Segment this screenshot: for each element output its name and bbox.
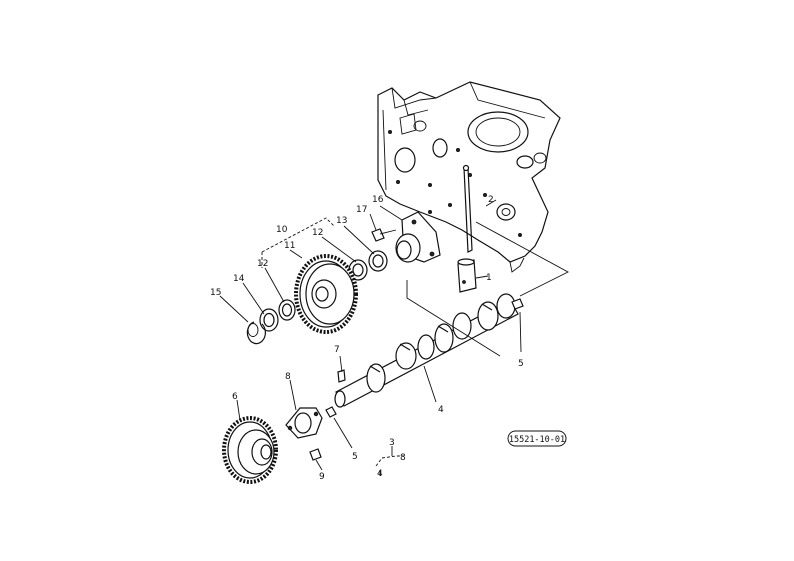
reference-code-text: 15521-10-01 <box>509 435 565 445</box>
label-11: 11 <box>284 241 295 251</box>
label-1: 1 <box>486 273 492 283</box>
label-15: 15 <box>210 288 221 298</box>
camshaft <box>334 293 519 408</box>
part-labels: 1 2 16 17 10 13 12 11 12 14 15 5 7 4 8 6… <box>210 195 524 482</box>
camshaft-gear <box>294 254 358 334</box>
idler-gear <box>222 416 278 484</box>
label-7: 7 <box>334 345 340 355</box>
engine-block <box>377 81 561 273</box>
label-14: 14 <box>233 274 245 284</box>
thrust-washers-lower <box>246 299 296 345</box>
camshaft-bearing-housing <box>395 211 441 263</box>
bolt-5-right <box>511 298 524 310</box>
label-3: 3 <box>389 438 395 448</box>
reference-code: 15521-10-01 <box>507 430 567 447</box>
label-13: 13 <box>336 216 347 226</box>
label-16: 16 <box>372 195 384 205</box>
label-10: 10 <box>276 225 288 235</box>
label-12-upper: 12 <box>312 228 323 238</box>
label-9: 9 <box>319 472 325 482</box>
bolt-9 <box>309 448 322 461</box>
label-8: 8 <box>285 372 291 382</box>
label-5-right: 5 <box>518 359 524 369</box>
label-4-key: 4 <box>377 469 383 479</box>
label-8-key: 8 <box>400 453 406 463</box>
leader-lines <box>219 199 569 476</box>
label-12-lower: 12 <box>257 259 268 269</box>
label-2: 2 <box>488 195 494 205</box>
label-5-lower: 5 <box>352 452 358 462</box>
thrust-plate <box>285 407 323 439</box>
label-6: 6 <box>232 392 238 402</box>
push-rod-and-tappet <box>457 164 477 293</box>
bolt-5-lower <box>325 406 337 418</box>
washers-upper <box>348 250 388 281</box>
label-4: 4 <box>438 405 444 415</box>
bolt-17 <box>371 228 397 242</box>
label-17: 17 <box>356 205 367 215</box>
